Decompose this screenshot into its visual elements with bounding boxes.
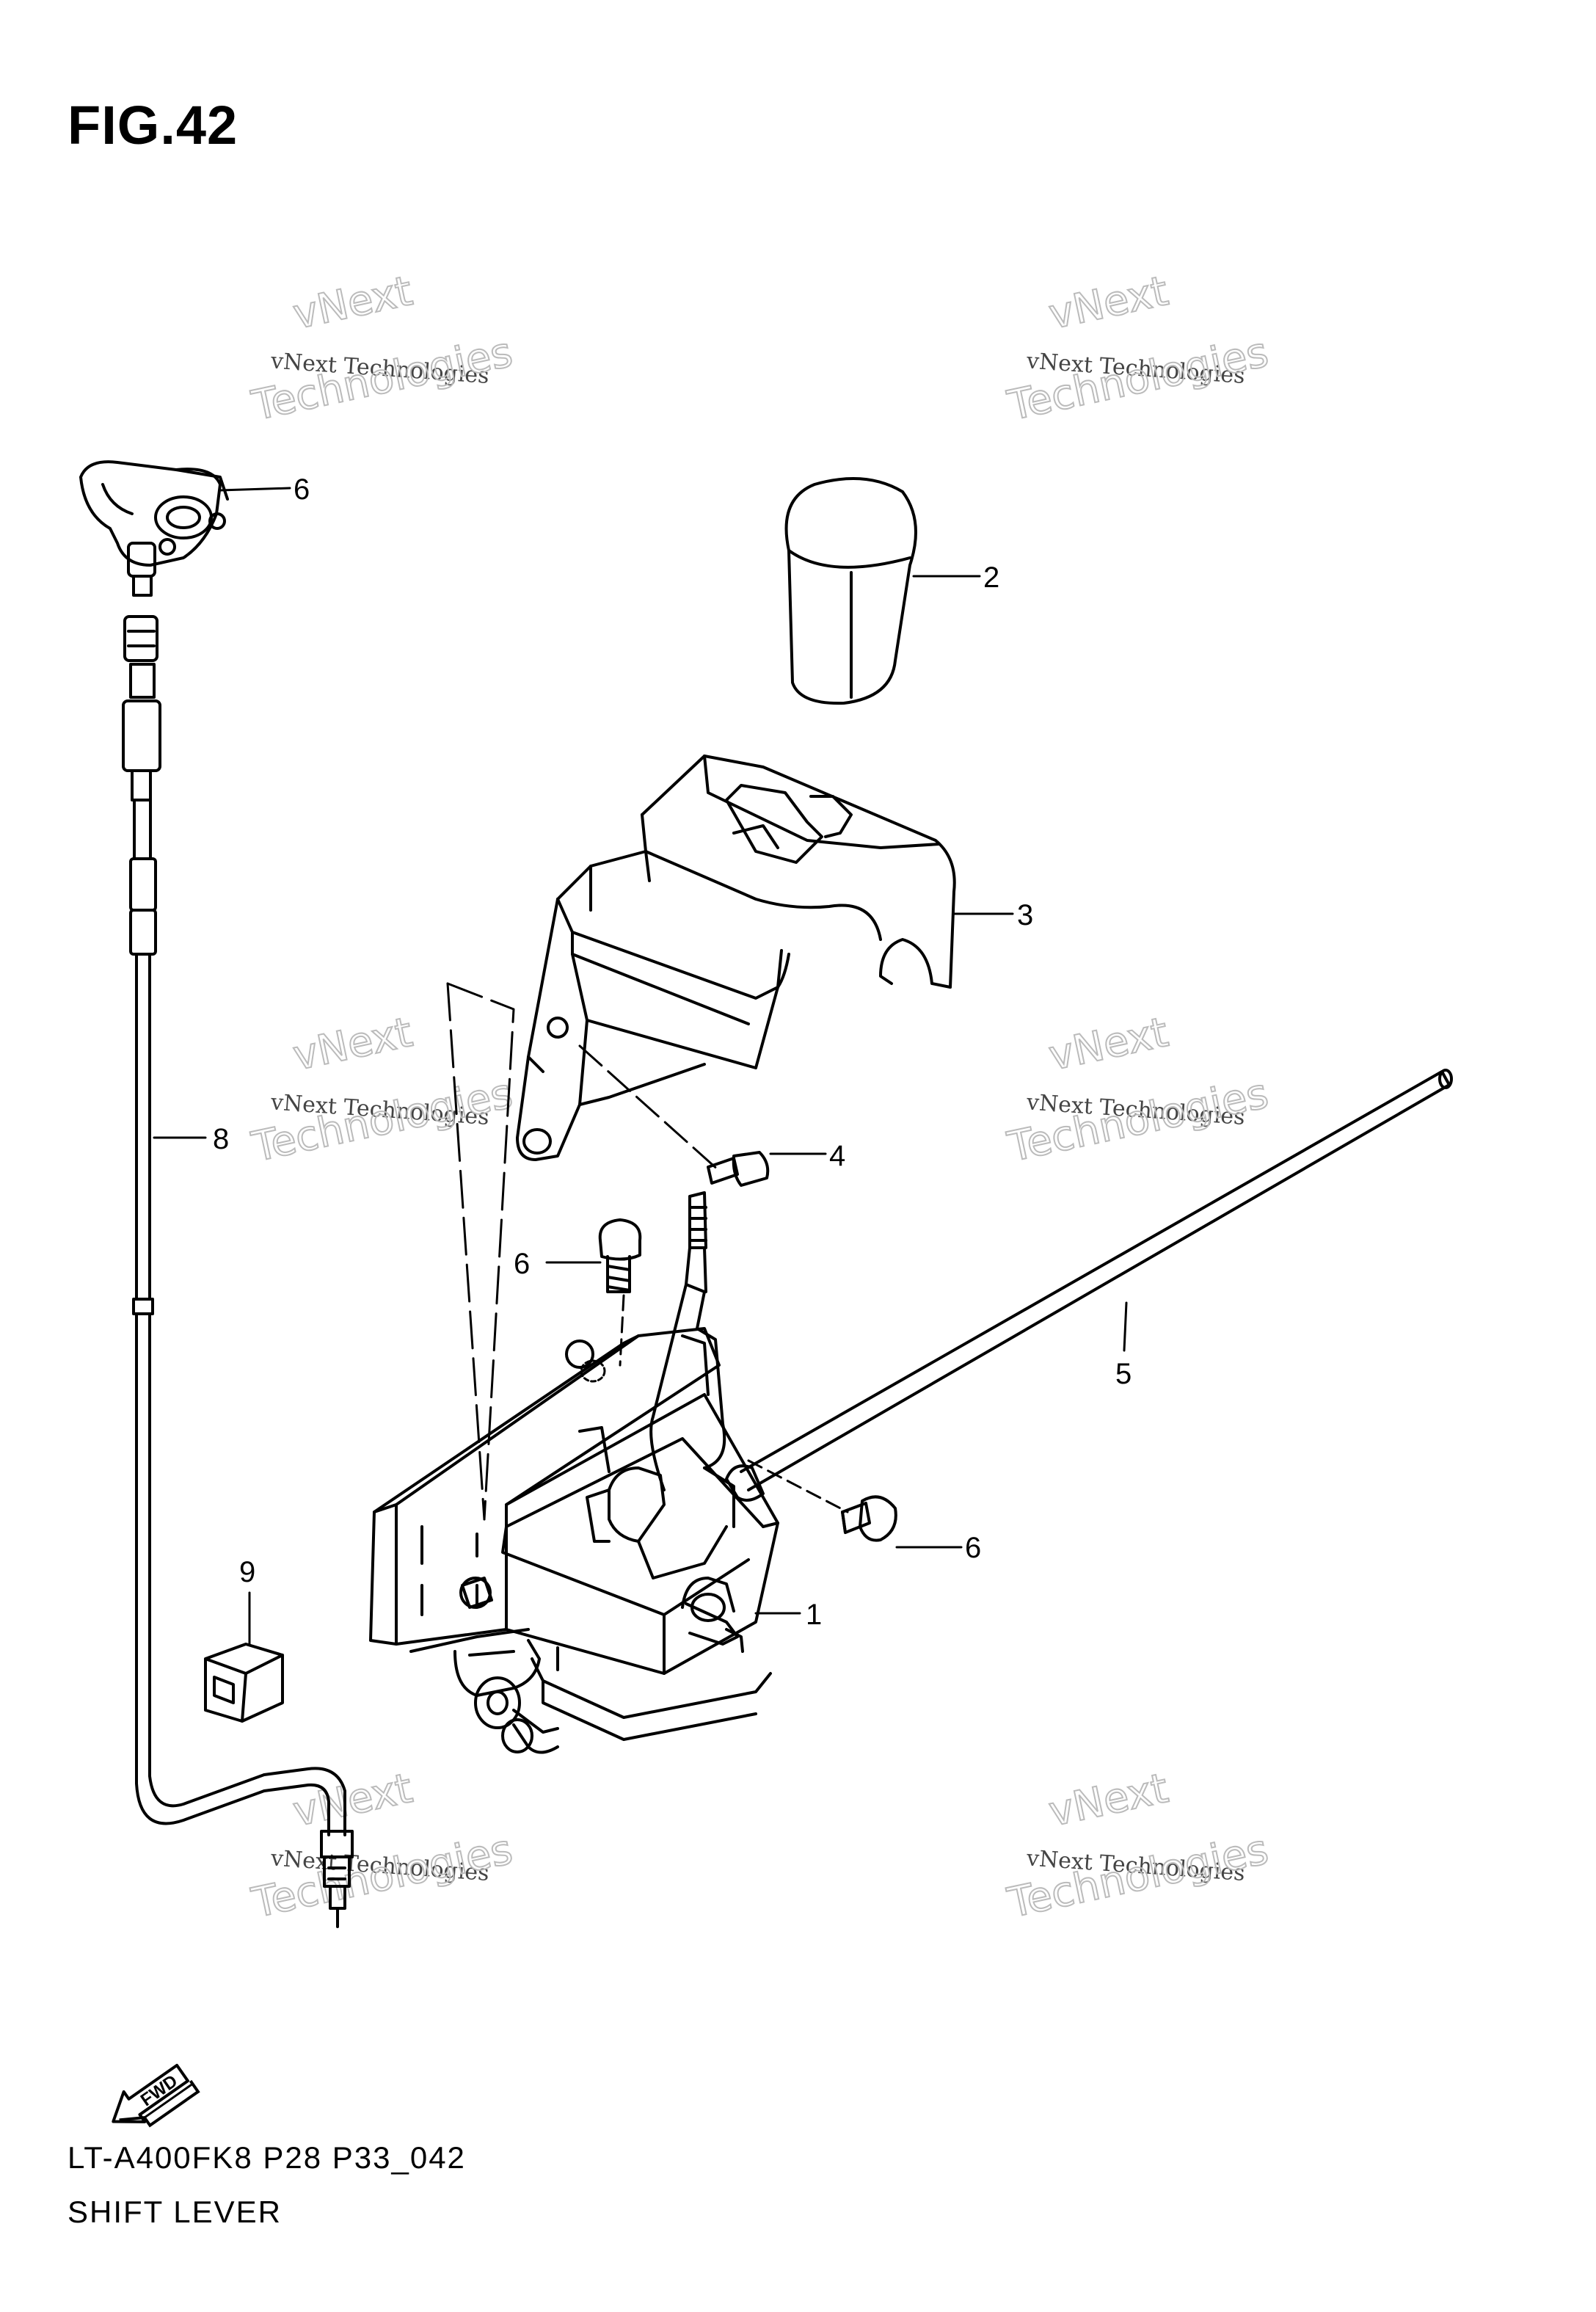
watermark-line3: Technologies	[248, 1070, 517, 1172]
watermark-mid-left: vNext vNext Technologies Technologies	[247, 1008, 517, 1172]
watermark-mid-right: vNext vNext Technologies Technologies	[1003, 1008, 1273, 1172]
watermark-line1: vNext	[1045, 1764, 1173, 1836]
part-1-shift-lever-assembly	[369, 1191, 779, 1754]
part-9-clamp	[204, 1643, 284, 1723]
assembly-lines	[446, 982, 849, 1521]
callout-9: 9	[239, 1556, 255, 1588]
watermark-line3: Technologies	[1004, 1070, 1272, 1172]
figure-title: FIG.42	[68, 95, 238, 156]
part-8-cable	[122, 615, 354, 1928]
watermark-line3: Technologies	[248, 1826, 517, 1928]
part-4-bolt	[707, 1151, 770, 1187]
callout-8: 8	[213, 1123, 229, 1155]
part-6-bolt-lower	[841, 1495, 897, 1542]
watermark-top-right: vNext vNext Technologies Technologies	[1003, 266, 1273, 431]
leader-lines	[153, 487, 1128, 1646]
callout-numbers: 6 2 3 4 8 6 5 6 1 9	[213, 473, 1132, 1631]
callout-1: 1	[806, 1599, 822, 1631]
part-7-cable-end-connector	[79, 460, 229, 597]
part-2-shift-knob	[784, 477, 917, 705]
callout-5: 5	[1115, 1358, 1132, 1390]
watermark-line1: vNext	[289, 267, 417, 339]
watermark-line1: vNext	[289, 1008, 417, 1080]
model-code: LT-A400FK8 P28 P33_042	[68, 2140, 466, 2175]
callout-6-upper: 6	[514, 1248, 530, 1280]
callout-3: 3	[1017, 899, 1033, 931]
part-6-bolt-upper	[598, 1218, 642, 1293]
callout-6-lower: 6	[965, 1532, 981, 1564]
part-5-shift-rod	[725, 1069, 1453, 1502]
callout-7: 6	[294, 473, 310, 506]
watermark-line3: Technologies	[1004, 329, 1272, 431]
watermark-line1: vNext	[289, 1764, 417, 1836]
fwd-arrow-icon: FWD	[112, 2063, 200, 2128]
watermark-line1: vNext	[1045, 267, 1173, 339]
watermark-line3: Technologies	[248, 329, 517, 431]
part-3-shift-guide	[516, 755, 956, 1161]
callout-4: 4	[829, 1140, 845, 1172]
page-caption: SHIFT LEVER	[68, 2195, 282, 2229]
watermark-line3: Technologies	[1004, 1826, 1272, 1928]
watermark-group: vNext vNext Technologies Technologies vN…	[247, 266, 1273, 1928]
watermark-bottom-right: vNext vNext Technologies Technologies	[1003, 1764, 1273, 1928]
callout-2: 2	[983, 561, 999, 594]
watermark-line1: vNext	[1045, 1008, 1173, 1080]
watermark-top-left: vNext vNext Technologies Technologies	[247, 266, 517, 431]
